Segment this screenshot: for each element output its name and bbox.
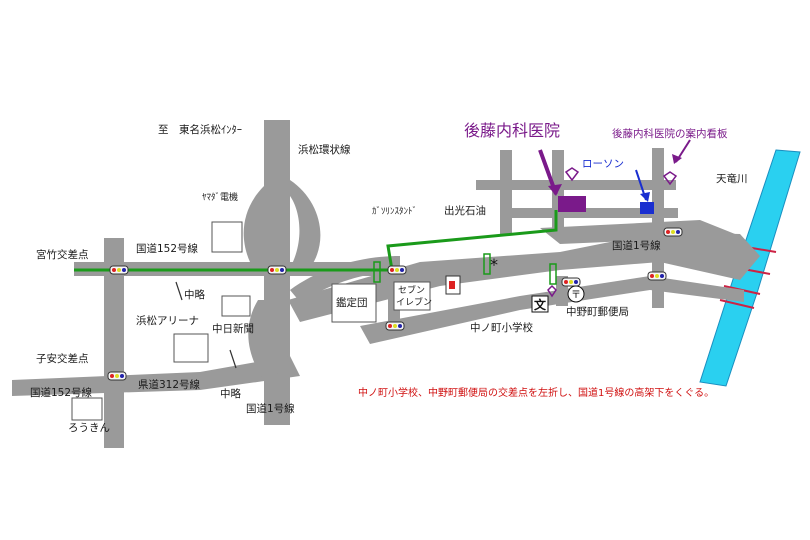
post-office-icon (567, 285, 585, 303)
lawson-marker-icon (640, 202, 654, 214)
label-to-tomei: 至 東名浜松ｲﾝﾀｰ (158, 123, 242, 136)
label-rokin: ろうきん (68, 422, 110, 434)
traffic-light-icon (107, 371, 127, 381)
sign-marker-icon (547, 167, 678, 298)
school-icon (531, 295, 549, 313)
label-yamada: ﾔﾏﾀﾞ電機 (202, 191, 238, 203)
label-gasoline: ｶﾞｿﾘﾝｽﾀﾝﾄﾞ (372, 206, 417, 217)
label-tenryu: 天竜川 (716, 172, 748, 185)
crossing-icon (373, 253, 557, 285)
label-kokudo152-left: 国道152号線 (30, 386, 93, 399)
school-mark: 文 (534, 297, 547, 312)
label-kokudo152-top: 国道152号線 (136, 242, 199, 255)
label-kokudo1-right: 国道1号線 (612, 239, 661, 252)
arrow-icon (538, 139, 691, 202)
traffic-light-icon (387, 265, 407, 275)
clinic-marker-icon (558, 196, 586, 212)
label-seven-2: イレブン (396, 296, 432, 308)
label-miyatake: 宮竹交差点 (36, 248, 89, 261)
seven-eleven-building (393, 281, 431, 311)
label-chuuryaku2: 中略 (220, 387, 241, 400)
traffic-light-icon (109, 265, 129, 275)
label-kanjo: 浜松環状線 (298, 143, 351, 156)
traffic-light-icon (267, 265, 287, 275)
label-kokudo1-bottom: 国道1号線 (246, 402, 295, 415)
label-kendo312: 県道312号線 (138, 378, 201, 391)
clinic-title: 後藤内科医院 (464, 121, 560, 140)
label-arena: 浜松アリーナ (136, 314, 199, 327)
label-idemitsu: 出光石油 (444, 204, 486, 217)
break-marks (175, 281, 237, 369)
label-seven-1: セブン (398, 284, 425, 296)
label-chuuryaku1: 中略 (184, 288, 205, 301)
gas-station-icon (445, 275, 461, 295)
traffic-light-icon (647, 271, 667, 281)
directions-note: 中ノ町小学校、中野町郵便局の交差点を左折し、国道1号線の高架下をくぐる。 (358, 386, 714, 399)
rokin-building (71, 397, 103, 421)
label-clinic-sign: 後藤内科医院の案内看板 (612, 127, 728, 140)
label-school: 中ノ町小学校 (470, 321, 533, 334)
yamada-building (211, 221, 243, 253)
kanteidan-building (331, 283, 377, 323)
label-post: 中野町郵便局 (566, 305, 629, 318)
label-kanteidan: 鑑定団 (336, 296, 368, 309)
road-network (12, 120, 760, 448)
label-chunichi: 中日新聞 (212, 322, 254, 335)
traffic-light-icon (663, 227, 683, 237)
asterisk-mark: * (490, 255, 498, 274)
post-mark: 〒 (571, 290, 581, 301)
traffic-light-icon (561, 277, 581, 287)
traffic-light-icon (385, 321, 405, 331)
chunichi-building (173, 333, 209, 363)
label-koyasu: 子安交差点 (36, 352, 89, 365)
arena-building (221, 295, 251, 317)
label-lawson: ローソン (582, 158, 624, 170)
